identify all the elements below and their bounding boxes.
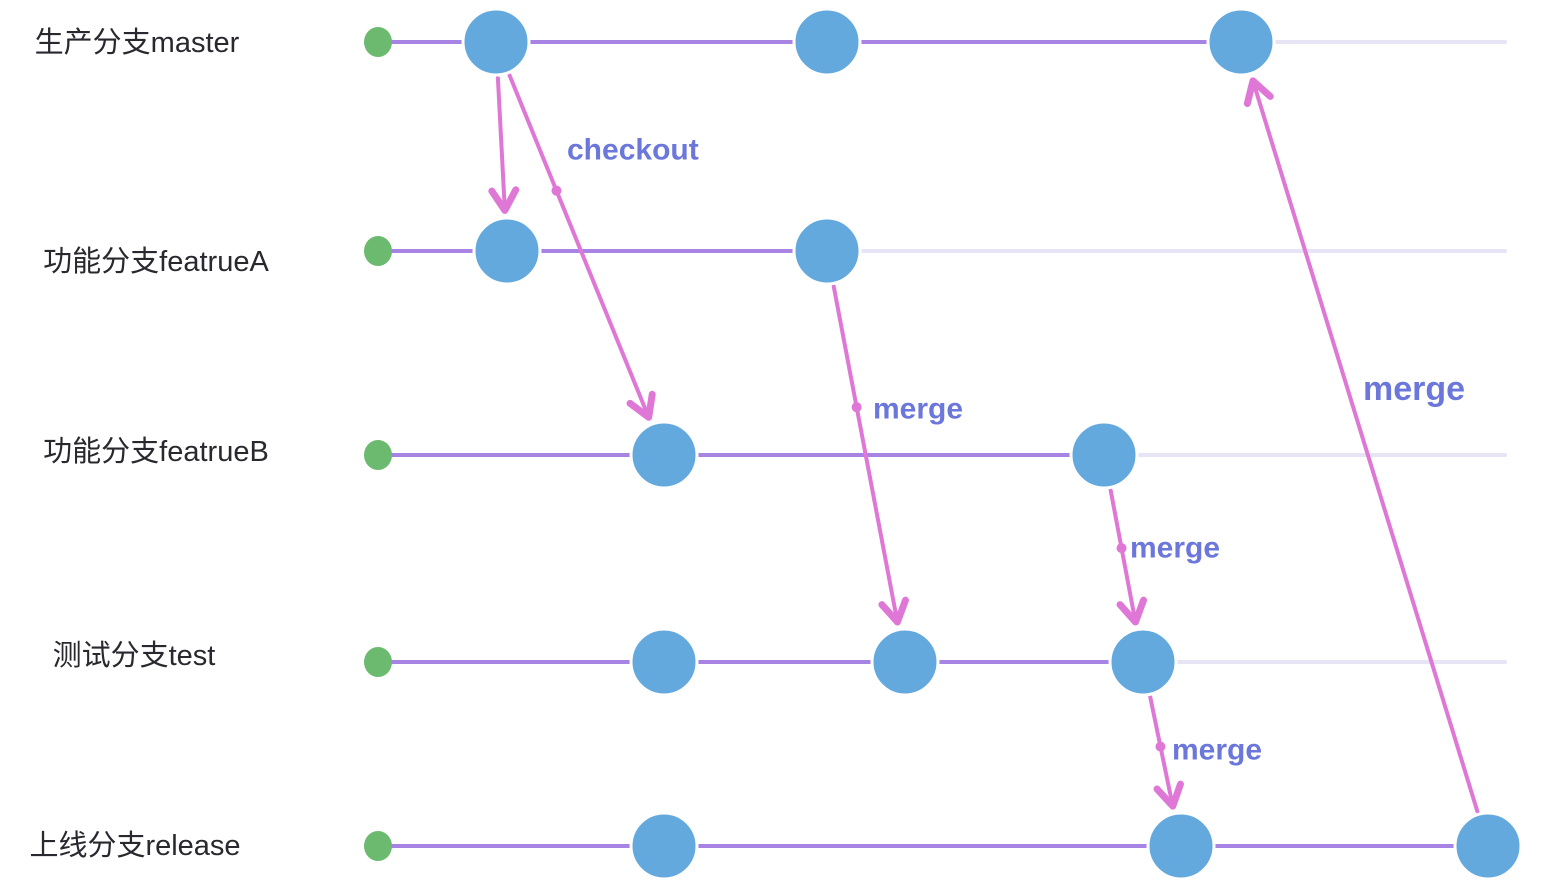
branch-start-dot-featrueA [364,236,392,266]
branch-start-dot-featrueB [364,440,392,470]
commit-node-test [1108,627,1178,697]
arrow-midpoint-dot [1155,741,1166,752]
branch-start-dot-master [364,27,392,57]
merge-label: merge [873,393,963,426]
merge-arrow-release-to-master [1243,77,1480,814]
commit-node-release [1453,811,1523,881]
commit-node-test [870,627,940,697]
commit-node-featrueA [792,216,862,286]
merge-label: merge [1363,370,1465,408]
arrow-midpoint-dot [1116,543,1127,554]
commit-node-release [1146,811,1216,881]
merge-label: merge [1172,734,1262,767]
branch-start-dot-release [364,831,392,861]
commit-node-featrueB [629,420,699,490]
checkout-arrow-master-to-featrueA [488,75,520,214]
commit-node-test [629,627,699,697]
commit-node-master [1206,7,1276,77]
arrow-midpoint-dot [851,402,862,413]
branch-label-release: 上线分支release [29,829,240,862]
checkout-arrow-master-to-featrueB [507,73,656,421]
merge-arrow-featrueB-to-test [1108,488,1148,626]
merge-label: merge [1130,532,1220,565]
branch-start-dot-test [364,647,392,677]
branch-label-featrueB: 功能分支featrueB [43,435,269,468]
merge-arrow-featrueA-to-test [831,284,909,626]
branch-label-test: 测试分支test [53,639,216,672]
commit-node-featrueB [1069,420,1139,490]
branch-label-master: 生产分支master [35,26,240,59]
branch-label-featrueA: 功能分支featrueA [43,245,269,278]
commit-node-featrueA [472,216,542,286]
checkout-label: checkout [567,134,699,167]
commit-node-master [792,7,862,77]
arrow-midpoint-dot [551,185,562,196]
commit-node-release [629,811,699,881]
commit-node-master [461,7,531,77]
